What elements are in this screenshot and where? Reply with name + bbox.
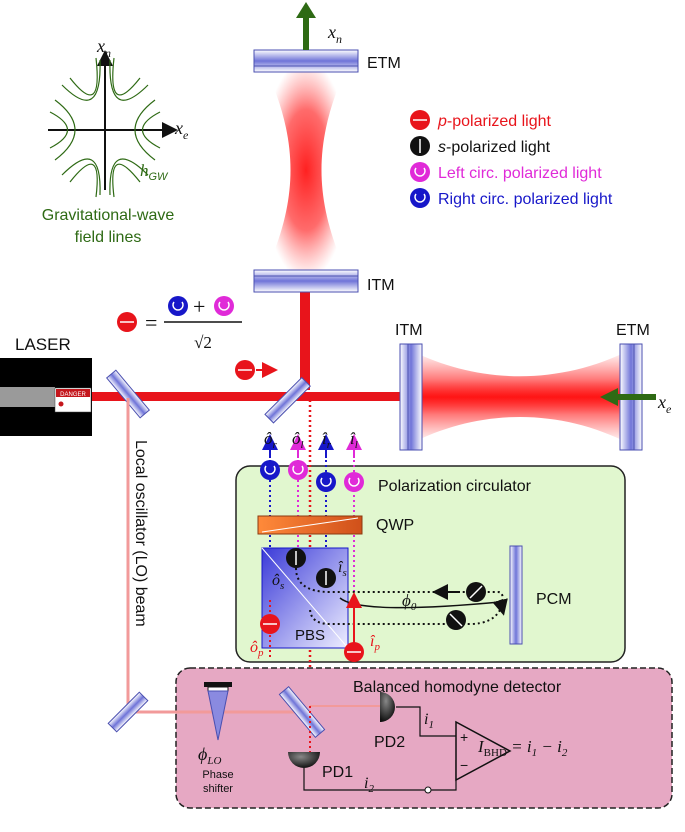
laser-aperture xyxy=(0,387,55,407)
laser-main-beam xyxy=(92,392,404,401)
etm-right-label: ETM xyxy=(616,322,650,339)
vertical-arm: xn ETM ITM xyxy=(253,2,401,390)
i-s-label: îs xyxy=(338,559,347,579)
polarization-equation: = + √2 xyxy=(117,294,242,352)
itm-right-label: ITM xyxy=(395,322,423,339)
polarization-legend: p-polarized light s-polarized light Left… xyxy=(410,110,613,208)
laser-label: LASER xyxy=(15,335,71,354)
differential-amplifier xyxy=(455,720,512,782)
equation-sqrt-two: √2 xyxy=(194,333,212,352)
legend-p: p-polarized light xyxy=(410,110,552,130)
bhd-output-equation: IBHD = i1 − i2 xyxy=(477,737,568,759)
main-beamsplitter xyxy=(264,376,311,424)
legend-s: s-polarized light xyxy=(410,136,551,156)
i2-label: i2 xyxy=(364,775,374,795)
pd1-detector xyxy=(288,752,320,768)
homodyne-detector: Balanced homodyne detector ϕLO Phase shi… xyxy=(107,667,673,809)
port-label-o-r: ôr xyxy=(264,429,278,451)
horizontal-arm: ITM ETM xe xyxy=(395,322,672,451)
field-caption-line1: Gravitational-wave xyxy=(42,207,175,224)
xn-label: xn xyxy=(327,22,342,46)
pcm-mirror xyxy=(509,545,523,645)
pcm-label: PCM xyxy=(536,591,572,608)
vertical-feed-beam xyxy=(300,280,310,390)
legend-left: Left circ. polarized light xyxy=(410,162,602,182)
phase-caption-line2: shifter xyxy=(203,783,233,795)
legend-right-label: Right circ. polarized light xyxy=(438,191,613,208)
circulator-title: Polarization circulator xyxy=(378,478,532,495)
port-label-i-l: îl xyxy=(350,429,358,451)
field-axis-y-label: xn xyxy=(96,36,111,60)
equation-equals: = xyxy=(145,310,157,335)
lo-turning-mirror xyxy=(107,691,149,733)
etm-top-mirror xyxy=(253,49,359,73)
etm-top-label: ETM xyxy=(367,55,401,72)
amp-plus: + xyxy=(460,729,468,745)
field-axis-x-label: xe xyxy=(174,118,189,142)
detector-title: Balanced homodyne detector xyxy=(353,679,562,696)
qwp-label: QWP xyxy=(376,517,414,534)
amp-minus: − xyxy=(460,757,468,773)
phase-label: ϕLO xyxy=(198,744,221,767)
danger-label: DANGER xyxy=(60,392,86,398)
bhd-beamsplitter xyxy=(278,685,326,739)
port-label-i-r: îr xyxy=(322,429,332,451)
laser: LASER DANGER xyxy=(0,335,92,436)
phase-caption-line1: Phase xyxy=(202,769,233,781)
legend-p-label: p-polarized light xyxy=(437,113,552,130)
polarization-circulator: Polarization circulator ôr ôl îr îl QWP … xyxy=(235,400,626,700)
legend-s-label: s-polarized light xyxy=(438,139,551,156)
i-p-label: îp xyxy=(370,633,380,653)
pd2-detector xyxy=(380,692,395,722)
equation-plus: + xyxy=(193,294,205,319)
field-caption-line2: field lines xyxy=(75,229,142,246)
o-s-label: ôs xyxy=(272,572,284,592)
port-label-o-l: ôl xyxy=(292,429,304,451)
i1-label: i1 xyxy=(424,711,434,731)
itm-top-label: ITM xyxy=(367,277,395,294)
vertical-cavity-beam xyxy=(262,60,350,280)
itm-right-mirror xyxy=(399,343,423,451)
itm-top-mirror xyxy=(253,269,359,293)
pbs-label: PBS xyxy=(295,627,325,644)
o-p-label: ôp xyxy=(250,639,264,659)
lo-beam-label: Local oscillator (LO) beam xyxy=(132,440,149,627)
xe-label: xe xyxy=(657,392,672,416)
phase-shifter-wedge xyxy=(207,690,229,741)
legend-right: Right circ. polarized light xyxy=(410,188,613,208)
gw-field-lines: xn xe hGW Gravitational-wave field lines xyxy=(42,36,189,246)
lo-pickoff-mirror xyxy=(105,369,151,419)
pd1-label: PD1 xyxy=(322,764,353,781)
incoming-p-marker xyxy=(235,360,278,380)
pd2-label: PD2 xyxy=(374,734,405,751)
phi0-label: ϕ0 xyxy=(402,591,417,613)
strain-label: hGW xyxy=(140,161,169,183)
legend-left-label: Left circ. polarized light xyxy=(438,165,602,182)
